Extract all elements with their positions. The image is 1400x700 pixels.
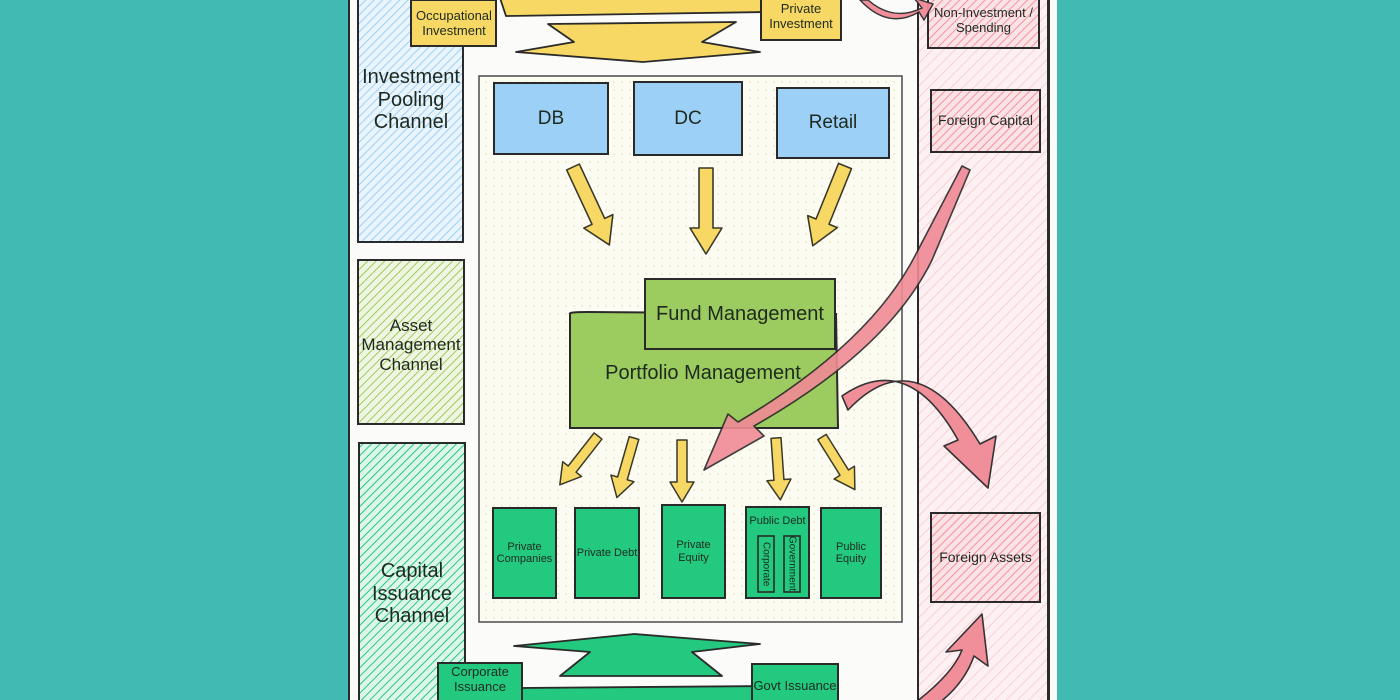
private-equity-label: Private Equity [676,539,711,564]
db-label: DB [537,107,565,129]
fund-management-label: Fund Management [656,302,824,325]
public-debt-label: Public Debt [749,514,806,527]
non-investment-label: Non-Investment / Spending [934,5,1033,35]
government-debt-label: Government [786,536,798,592]
bottom-merge-arrow [513,633,761,677]
investment-pooling-label: Investment Pooling Channel [362,66,460,134]
public-equity-label: Public Equity [835,540,867,565]
portfolio-management-label: Portfolio Management [605,361,801,384]
capital-issuance-label: Capital Issuance Channel [371,560,453,628]
foreign-assets-label: Foreign Assets [939,548,1032,565]
diagram-canvas: Investment Pooling Channel Asset Managem… [348,0,1057,700]
spending-flow-arrow [859,0,935,22]
foreign-capital-label: Foreign Capital [938,112,1033,129]
foreign-assets-flow-arrow [841,379,997,489]
top-merge-arrow [515,21,761,63]
occupational-box [410,0,497,47]
corporate-issuance-box [437,662,523,700]
diagram-shapes [348,0,1050,700]
foreign-capital-flow-arrow [703,165,971,471]
private-companies-label: Private Companies [496,540,553,565]
corporate-debt-label: Corporate [760,541,772,587]
retail-label: Retail [808,112,858,134]
govt-issuance-box [751,663,839,700]
occupational-investment-label: Occupational Investment [416,8,492,38]
fund-box [644,278,836,350]
private-debt-label: Private Debt [576,546,638,559]
corporate-issuance-label: Corporate Issuance [451,664,509,694]
asset-management-label: Asset Management Channel [361,316,461,374]
private-box [760,0,842,41]
asset-management-box [357,259,465,425]
foreign-inflow-arrow [917,613,989,700]
capital-issuance-box [358,442,466,700]
private-investment-label: Private Investment [769,1,833,31]
govt-issuance-label: Govt Issuance [753,677,837,693]
dc-label: DC [674,107,702,129]
